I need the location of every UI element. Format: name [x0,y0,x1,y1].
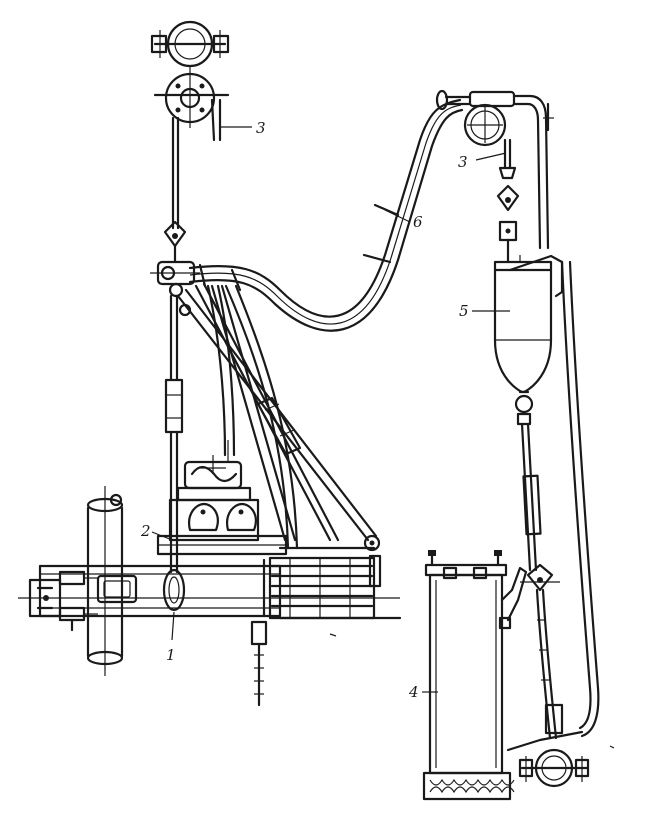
tank-4 [422,550,528,801]
label-1: 1 [166,646,176,664]
flexible-hose [188,98,464,550]
top-pipe-clamp [150,20,230,68]
right-suspension [496,138,520,264]
horizontal-beam [18,564,400,632]
top-right-pipe [435,89,554,250]
label-3-right: 3 [458,153,468,171]
diagonal-rods [176,282,381,552]
lower-hanging-rod [250,620,268,707]
left-suspension-rod [150,116,200,612]
label-3-top: 3 [256,119,266,137]
label-2: 2 [140,522,151,540]
vertical-column [86,486,124,676]
pulley-block [153,66,252,142]
stray-mark [609,745,615,749]
motor-unit [156,440,288,556]
stray-mark [329,633,337,637]
right-lower-rod [520,422,564,740]
bottom-pipe-clamp [518,748,590,788]
label-4: 4 [408,683,419,701]
return-pipe [506,260,600,752]
label-5: 5 [459,302,469,320]
radiator-block [262,546,402,620]
cylinder-5 [493,254,564,426]
label-6: 6 [413,213,423,231]
leader-lines [151,152,510,693]
